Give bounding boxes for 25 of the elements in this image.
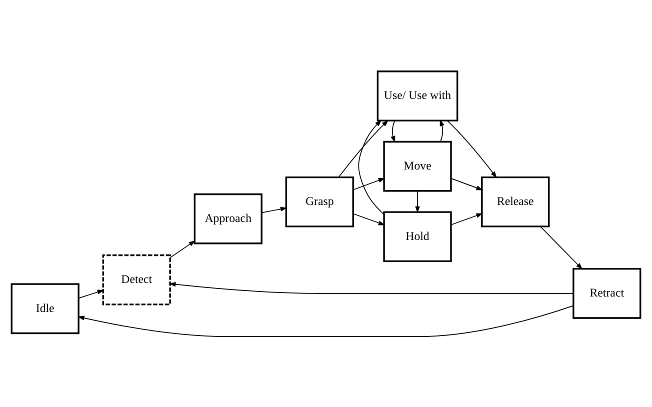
arrow bbox=[78, 304, 574, 337]
arrow bbox=[450, 178, 484, 190]
arrow bbox=[352, 177, 386, 190]
arrow bbox=[440, 118, 444, 142]
node-box: Use/ Use with bbox=[376, 70, 458, 121]
node-box: Hold bbox=[383, 210, 452, 262]
arrow bbox=[390, 120, 396, 142]
arrow bbox=[446, 120, 497, 178]
arrow bbox=[261, 206, 288, 213]
arrow bbox=[78, 289, 104, 298]
node-box: Grasp bbox=[285, 176, 354, 227]
arrow bbox=[450, 212, 484, 225]
node-box: Approach bbox=[194, 192, 262, 244]
arrow bbox=[540, 226, 583, 270]
arrow bbox=[415, 190, 420, 213]
arrow bbox=[338, 119, 389, 177]
node-box: Move bbox=[383, 140, 452, 192]
node-box: Idle bbox=[10, 282, 80, 334]
node-box: Release bbox=[481, 176, 550, 227]
node-box: Retract bbox=[572, 267, 642, 318]
arrow bbox=[358, 119, 384, 214]
arrow bbox=[170, 240, 196, 258]
arrow bbox=[352, 212, 386, 225]
arrow bbox=[168, 282, 574, 294]
node-box: Detect bbox=[102, 254, 171, 305]
